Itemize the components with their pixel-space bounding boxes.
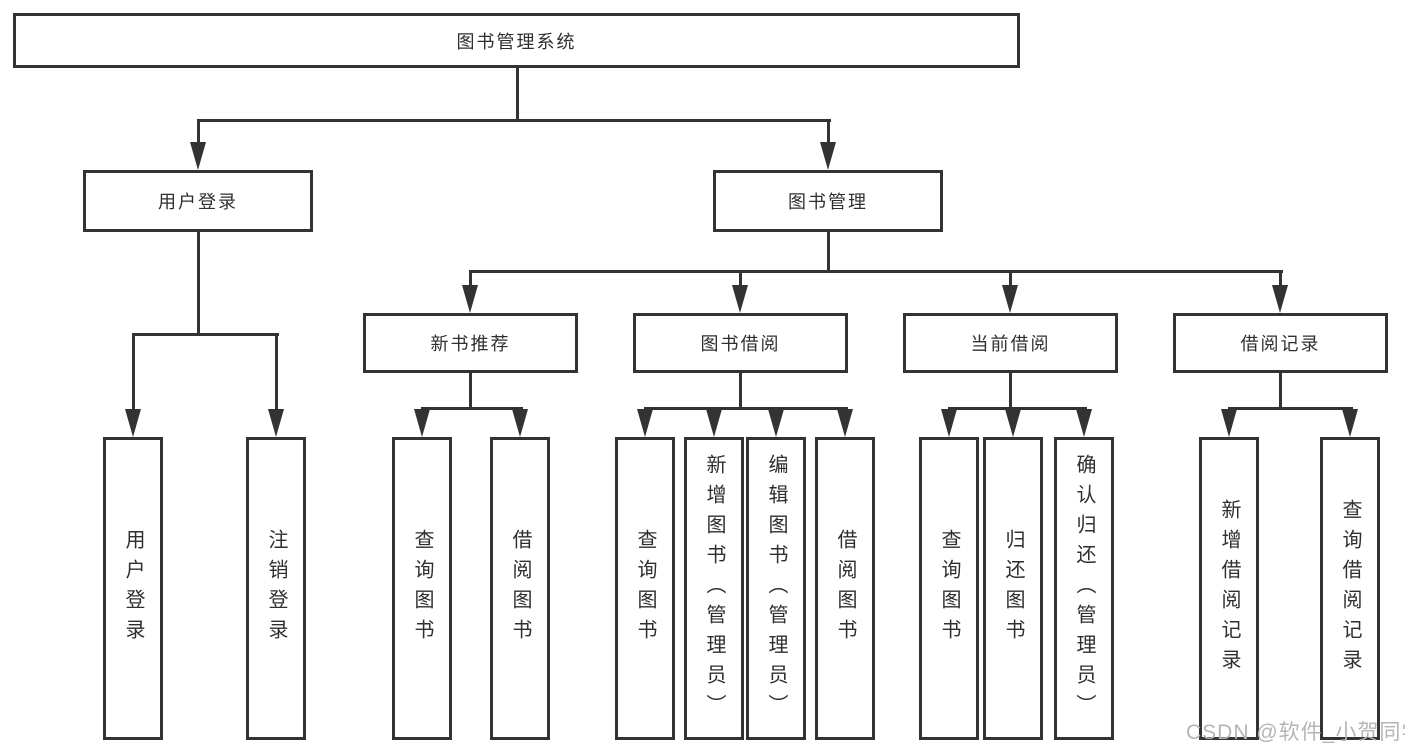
arrow-down-icon [1342,409,1358,437]
node-current-borrow: 当前借阅 [903,313,1118,373]
node-book-borrow: 图书借阅 [633,313,848,373]
connector-vline [1009,270,1012,288]
connector-vline [197,119,200,145]
leaf-user-login: 用户登录 [103,437,163,740]
arrow-down-icon [820,142,836,170]
leaf-query-books-recommend: 查询图书 [392,437,452,740]
connector-hline [644,407,848,410]
leaf-logout: 注销登录 [246,437,306,740]
connector-vline [1279,373,1282,409]
arrow-down-icon [1272,285,1288,313]
arrow-down-icon [414,409,430,437]
arrow-down-icon [637,409,653,437]
arrow-down-icon [837,409,853,437]
connector-hline [469,270,1283,273]
arrow-down-icon [1076,409,1092,437]
connector-vline [1009,373,1012,409]
connector-vline [827,232,830,273]
arrow-down-icon [512,409,528,437]
connector-vline [132,333,135,411]
connector-hline [1228,407,1353,410]
connector-hline [421,407,523,410]
arrow-down-icon [706,409,722,437]
leaf-add-borrow-record: 新增借阅记录 [1199,437,1259,740]
connector-vline [275,333,278,411]
connector-vline [516,68,519,121]
node-borrow-records: 借阅记录 [1173,313,1388,373]
arrow-down-icon [190,142,206,170]
leaf-add-book-admin: 新增图书（管理员） [684,437,744,740]
connector-vline [469,373,472,409]
leaf-borrow-books-borrow: 借阅图书 [815,437,875,740]
connector-hline [948,407,1087,410]
leaf-query-books-current: 查询图书 [919,437,979,740]
arrow-down-icon [732,285,748,313]
connector-vline [739,373,742,409]
arrow-down-icon [1221,409,1237,437]
connector-vline [739,270,742,288]
connector-hline [197,119,831,122]
arrow-down-icon [1002,285,1018,313]
connector-vline [197,232,200,336]
leaf-confirm-return-admin: 确认归还（管理员） [1054,437,1114,740]
node-book-management: 图书管理 [713,170,943,232]
connector-vline [469,270,472,288]
leaf-edit-book-admin: 编辑图书（管理员） [746,437,806,740]
arrow-down-icon [941,409,957,437]
node-root-library-system: 图书管理系统 [13,13,1020,68]
connector-vline [1279,270,1282,288]
node-user-login: 用户登录 [83,170,313,232]
connector-vline [827,119,830,145]
leaf-borrow-books-recommend: 借阅图书 [490,437,550,740]
leaf-query-books-borrow: 查询图书 [615,437,675,740]
arrow-down-icon [1005,409,1021,437]
arrow-down-icon [125,409,141,437]
leaf-return-book: 归还图书 [983,437,1043,740]
csdn-watermark: CSDN @软件_小贺同学 [1186,721,1405,744]
node-new-book-recommend: 新书推荐 [363,313,578,373]
arrow-down-icon [268,409,284,437]
connector-hline [132,333,279,336]
leaf-query-borrow-record: 查询借阅记录 [1320,437,1380,740]
arrow-down-icon [462,285,478,313]
arrow-down-icon [768,409,784,437]
